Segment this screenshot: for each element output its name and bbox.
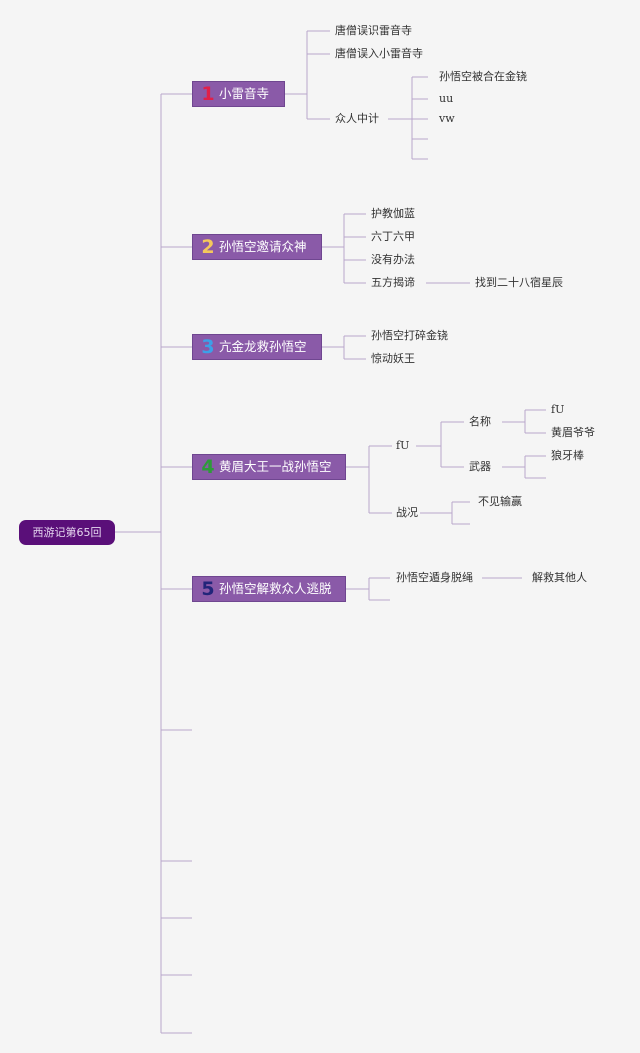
subtopic-label[interactable]: 解救其他人 <box>532 571 587 584</box>
topic-5-label: 孙悟空解救众人逃脱 <box>219 581 332 596</box>
number-3-icon: 3 <box>201 336 215 358</box>
subtopic-label[interactable]: vw <box>439 112 455 125</box>
subtopic-label[interactable]: 不见输赢 <box>478 495 522 508</box>
subtopic-label[interactable]: uu <box>439 92 454 105</box>
subtopic-label[interactable]: 战况 <box>396 506 418 519</box>
number-1-icon: 1 <box>201 83 215 105</box>
topic-3[interactable]: 3 亢金龙救孙悟空 <box>192 334 322 360</box>
subtopic-label[interactable]: 孙悟空被合在金铙 <box>439 70 527 83</box>
topic-4[interactable]: 4 黄眉大王一战孙悟空 <box>192 454 346 480</box>
subtopic-label[interactable]: 没有办法 <box>371 253 415 266</box>
subtopic-label[interactable]: 唐僧误入小雷音寺 <box>335 47 423 60</box>
number-5-icon: 5 <box>201 578 215 600</box>
subtopic-label[interactable]: 五方揭谛 <box>371 276 415 289</box>
subtopic-label[interactable]: 狼牙棒 <box>551 449 584 462</box>
subtopic-label[interactable]: 黄眉爷爷 <box>551 426 595 439</box>
subtopic-label[interactable]: 孙悟空打碎金铙 <box>371 329 448 342</box>
topic-3-label: 亢金龙救孙悟空 <box>219 339 307 354</box>
topic-1[interactable]: 1 小雷音寺 <box>192 81 285 107</box>
subtopic-label[interactable]: 六丁六甲 <box>371 230 415 243</box>
topic-2[interactable]: 2 孙悟空邀请众神 <box>192 234 322 260</box>
subtopic-label[interactable]: 护教伽蓝 <box>371 207 415 220</box>
subtopic-label[interactable]: 孙悟空遁身脱绳 <box>396 571 473 584</box>
subtopic-label[interactable]: 武器 <box>469 460 491 473</box>
subtopic-label[interactable]: 惊动妖王 <box>371 352 415 365</box>
topic-1-label: 小雷音寺 <box>219 86 270 101</box>
subtopic-label[interactable]: fU <box>551 403 565 416</box>
subtopic-label[interactable]: 找到二十八宿星辰 <box>475 276 563 289</box>
topic-4-label: 黄眉大王一战孙悟空 <box>219 459 332 474</box>
topic-2-label: 孙悟空邀请众神 <box>219 239 307 254</box>
topic-5[interactable]: 5 孙悟空解救众人逃脱 <box>192 576 346 602</box>
subtopic-label[interactable]: 名称 <box>469 415 491 428</box>
number-4-icon: 4 <box>201 456 215 478</box>
number-2-icon: 2 <box>201 236 215 258</box>
subtopic-label[interactable]: 唐僧误识雷音寺 <box>335 24 412 37</box>
subtopic-label[interactable]: fU <box>396 439 410 452</box>
subtopic-label[interactable]: 众人中计 <box>335 112 379 125</box>
root-node[interactable]: 西游记第65回 <box>19 520 115 545</box>
